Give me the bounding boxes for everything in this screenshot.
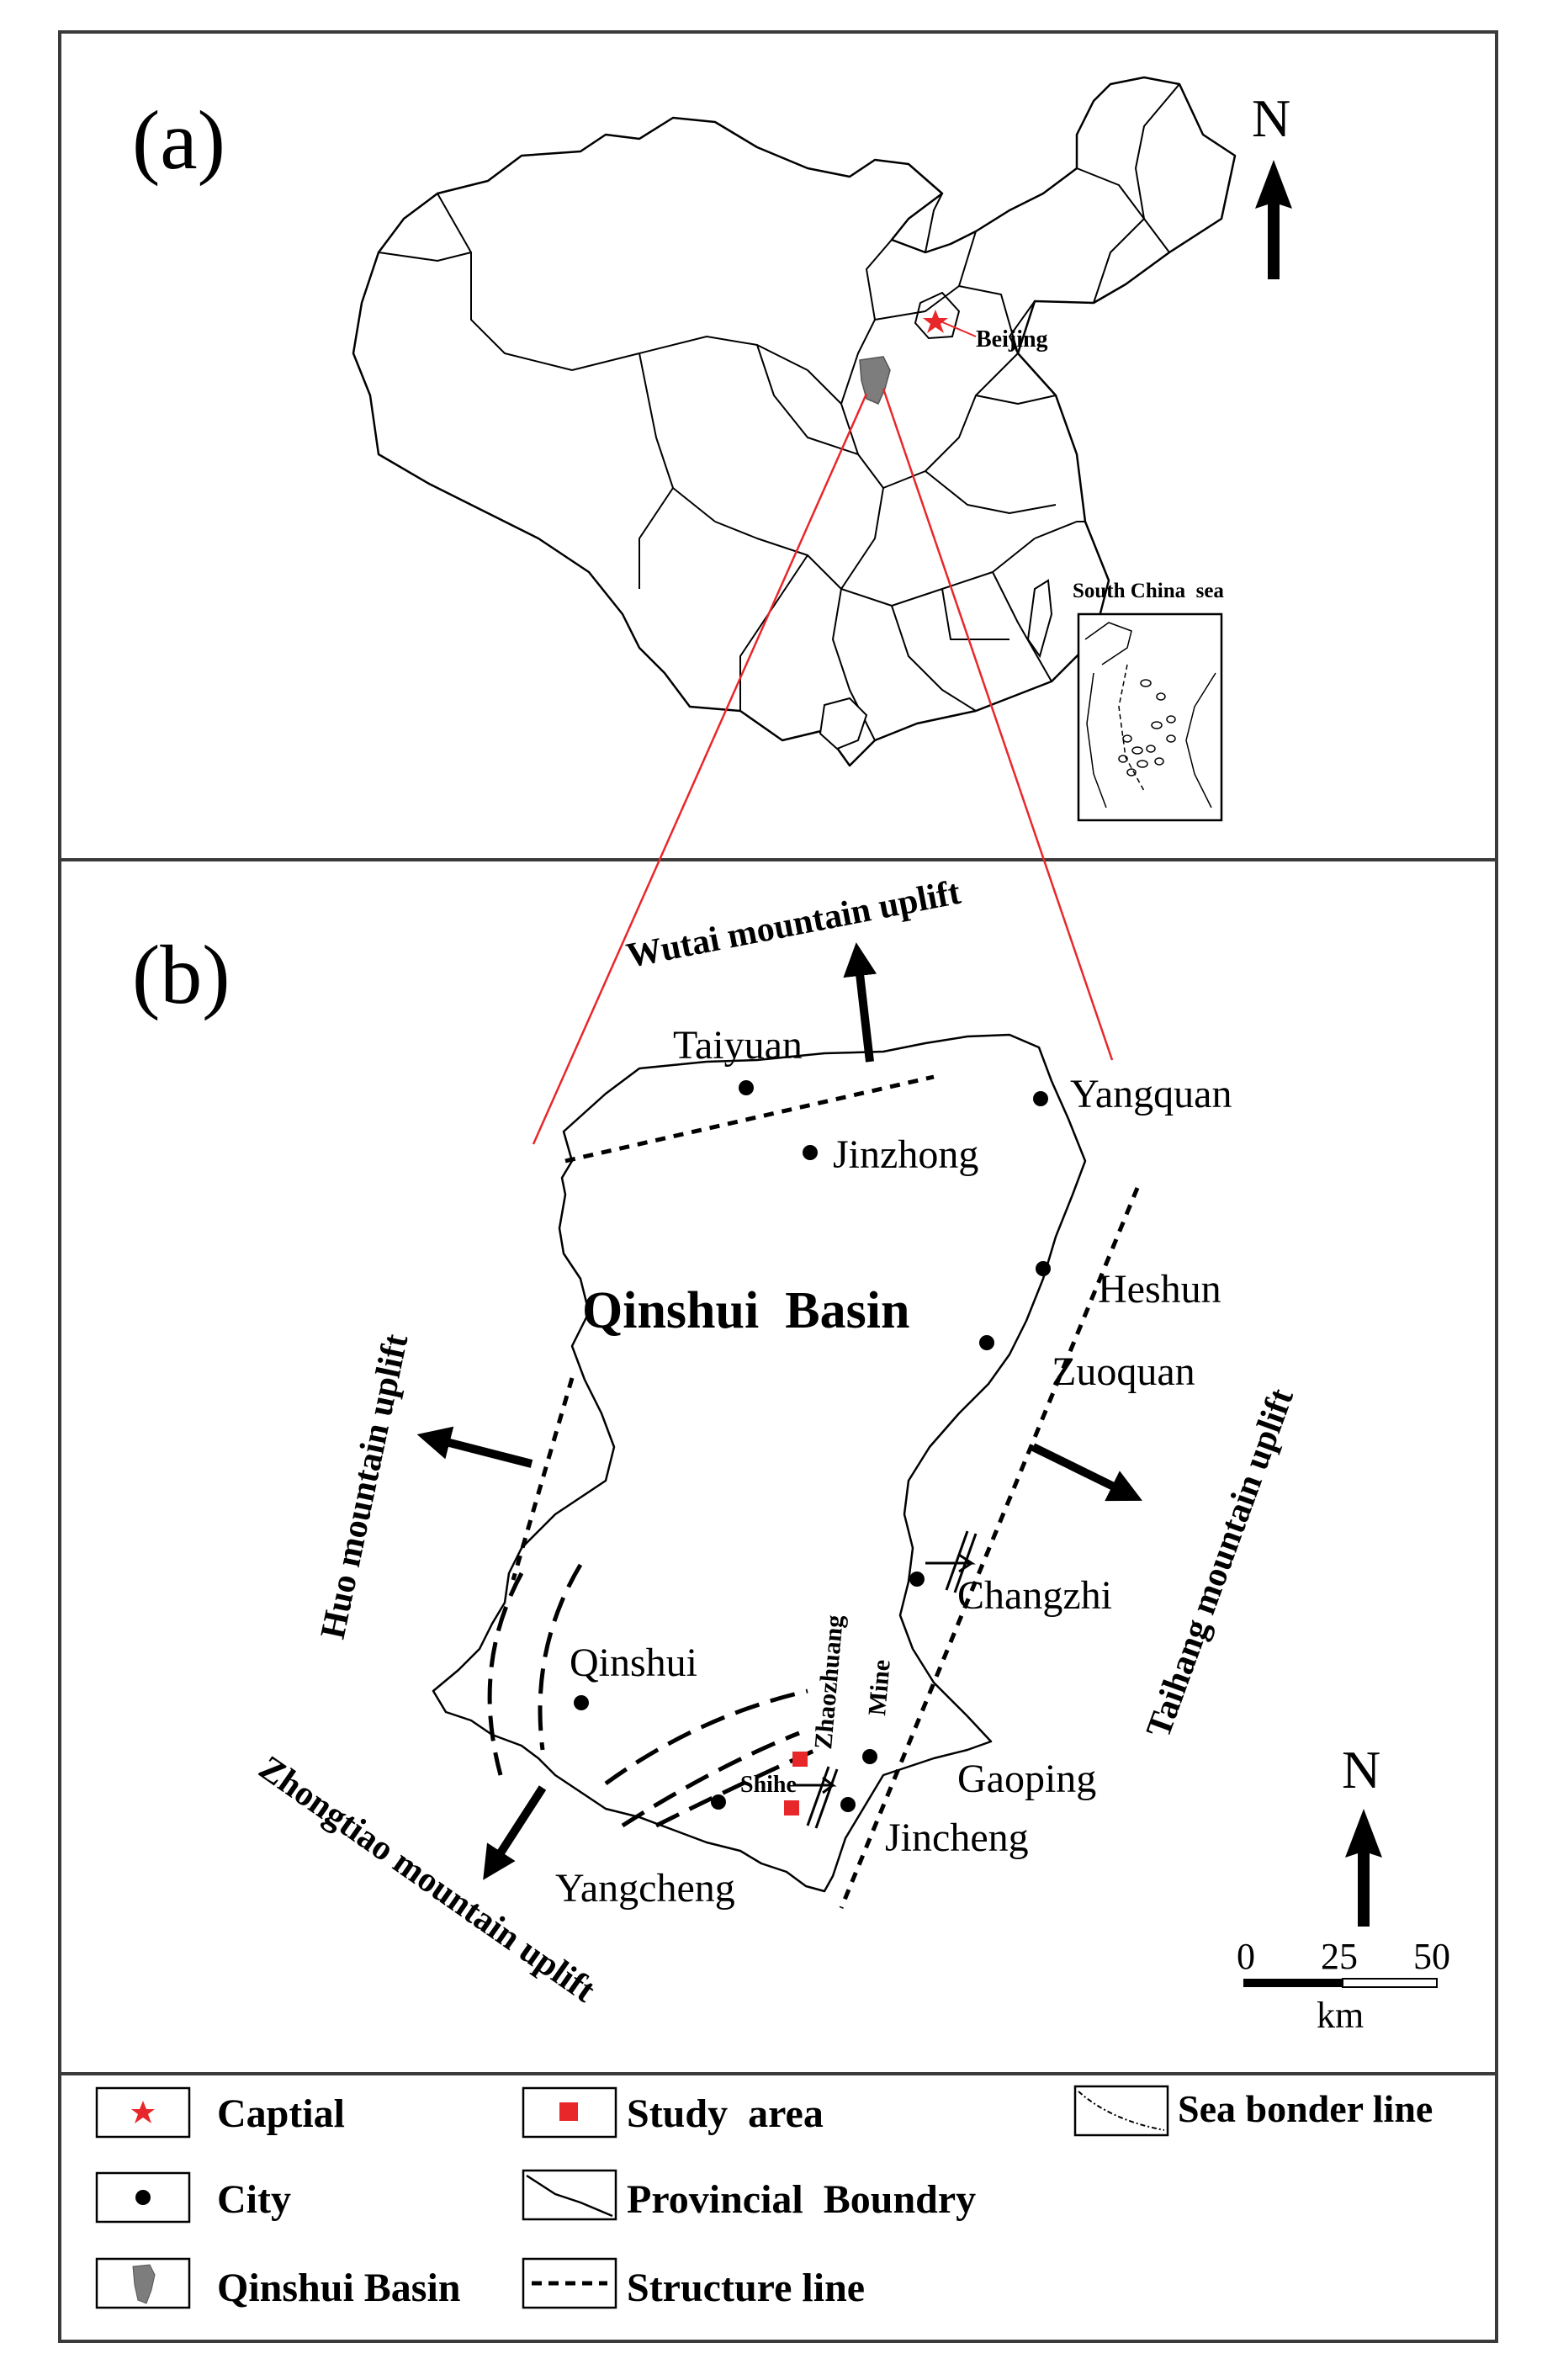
taiwan-island [1026, 579, 1053, 659]
legend-provincial-icon [526, 2174, 613, 2218]
provincial-boundaries-a [378, 83, 1180, 741]
scale-tick-0: 0 [1237, 1936, 1255, 1977]
capital-leader-line [940, 321, 977, 337]
uplift-label-huo: Huo mountain uplift [314, 1331, 416, 1642]
south-china-sea-inset-box [1077, 612, 1223, 822]
city-label-jinzhong: Jinzhong [833, 1132, 978, 1177]
scale-tick-50: 50 [1413, 1936, 1450, 1977]
capital-star [923, 310, 948, 333]
legend-label-capital: Captial [217, 2091, 345, 2136]
arrow-huo [416, 1426, 533, 1468]
city-dot-jincheng [840, 1797, 856, 1812]
city-label-gaoping: Gaoping [957, 1757, 1096, 1801]
legend-label-provincial: Provincial Boundry [627, 2177, 976, 2222]
scale-tick-25: 25 [1321, 1936, 1358, 1977]
south-china-sea-label: South China sea [1073, 580, 1224, 602]
legend-label-structure: Structure line [627, 2266, 865, 2310]
mine-label-mine-word: Mine [863, 1658, 896, 1716]
city-dot-zuoquan [979, 1335, 994, 1350]
city-dot-qinshui [574, 1695, 589, 1710]
fault-symbol-changzhi [925, 1530, 978, 1593]
hainan-island [819, 697, 868, 750]
uplift-arrows [416, 942, 1142, 1880]
uplift-label-zhongtiao: Zhongtiao mountain uplift [252, 1749, 601, 2011]
city-label-zuoquan: Zuoquan [1052, 1349, 1195, 1394]
capital-label: Beijing [976, 326, 1048, 352]
south-china-sea-inset-content [1084, 622, 1216, 808]
city-dots [574, 1080, 1051, 1812]
north-arrow-b: N [1342, 1740, 1382, 1927]
north-arrow-a: N [1252, 88, 1292, 279]
qinshui-basin-marker-a [859, 356, 891, 405]
city-label-qinshui: Qinshui [570, 1641, 697, 1685]
scale-bar: 0 25 50 km [1237, 1936, 1450, 2036]
basin-title: Qinshui Basin [582, 1282, 909, 1339]
fault-symbol-shihe [795, 1766, 839, 1829]
legend-label-sea-border: Sea bonder line [1178, 2087, 1433, 2130]
legend-star-icon [131, 2101, 155, 2123]
zoom-line-left [532, 393, 868, 1145]
city-dot-gaoping [862, 1749, 877, 1764]
arrow-zhongtiao [483, 1785, 547, 1880]
city-label-yangcheng: Yangcheng [555, 1866, 735, 1911]
outer-frame [58, 30, 1498, 2343]
mine-label-zhaozhuang: Zhaozhuang [809, 1614, 849, 1750]
city-dot-taiyuan [739, 1080, 754, 1095]
zoom-line-right [882, 388, 1114, 1061]
panel-b-label: (b) [132, 928, 231, 1021]
arrow-wutai [843, 942, 877, 1063]
study-area-zhaozhuang [792, 1752, 808, 1767]
mine-label-shihe: Shihe [740, 1772, 797, 1798]
beijing-boundary [914, 291, 961, 340]
city-dot-heshun [1036, 1261, 1051, 1276]
legend-dot-icon [135, 2190, 151, 2205]
arrow-taihang [1031, 1443, 1142, 1502]
city-label-heshun: Heshun [1098, 1267, 1221, 1312]
structure-lines [487, 1074, 1140, 1909]
city-label-taiyuan: Taiyuan [673, 1023, 803, 1068]
city-label-yangquan: Yangquan [1070, 1072, 1232, 1116]
city-dot-jinzhong [803, 1145, 818, 1160]
uplift-label-wutai: Wutai mountain uplift [623, 873, 963, 976]
study-area-shihe [784, 1800, 799, 1815]
legend-sea-border-icon [1078, 2091, 1165, 2131]
city-dot-yangcheng [711, 1794, 726, 1810]
legend-basin-icon [132, 2264, 156, 2304]
legend-label-study-area: Study area [627, 2091, 824, 2136]
city-label-changzhi: Changzhi [957, 1573, 1112, 1618]
north-arrow-a-letter: N [1252, 88, 1290, 148]
panel-a-label: (a) [132, 93, 225, 187]
scale-unit: km [1317, 1995, 1364, 2036]
study-area-markers [784, 1752, 808, 1815]
legend: Captial Study area Sea bonder line City … [95, 2085, 1433, 2310]
city-dot-changzhi [909, 1572, 925, 1587]
legend-label-city: City [217, 2177, 291, 2222]
city-dot-yangquan [1033, 1091, 1048, 1106]
legend-label-basin: Qinshui Basin [217, 2266, 461, 2310]
uplift-label-taihang: Taihang mountain uplift [1139, 1384, 1301, 1743]
legend-square-icon [559, 2102, 578, 2121]
qinshui-basin-outline [432, 1033, 1087, 1893]
north-arrow-b-letter: N [1342, 1740, 1380, 1800]
city-label-jincheng: Jincheng [885, 1815, 1029, 1860]
